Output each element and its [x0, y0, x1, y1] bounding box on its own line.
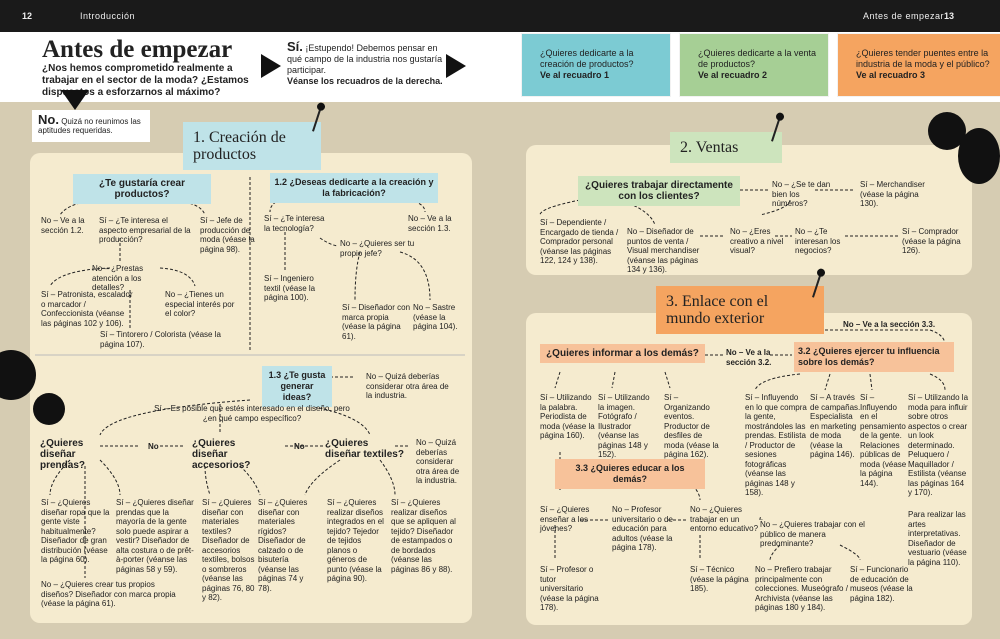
- t-q1-si: Sí – ¿Te interesa el aspecto empresarial…: [99, 216, 191, 244]
- t-q13-no: No – Quizá deberías considerar otra área…: [366, 372, 449, 400]
- t-desfiles: Sí – Organizando eventos. Productor de d…: [664, 393, 719, 459]
- t-creativo: No – ¿Eres creativo a nivel visual?: [730, 227, 784, 255]
- t-campanas: Sí – A través de campañas. Especialista …: [810, 393, 861, 459]
- q-disenar-accesorios: ¿Quieres diseñar accesorios?: [192, 438, 251, 471]
- page-number-right: 13: [944, 11, 955, 21]
- t-propio-jefe: No – ¿Quieres ser tu propio jefe?: [340, 239, 415, 258]
- t-entorno: No – ¿Quieres trabajar en un entorno edu…: [690, 505, 759, 533]
- arrow-right-icon: [446, 54, 466, 78]
- tab-creacion[interactable]: ¿Quieres dedicarte a la creación de prod…: [522, 34, 670, 96]
- t-q-no: No – Ve a la sección 3.2.: [726, 348, 772, 367]
- t-tecnico: Sí – Técnico (véase la página 185).: [690, 565, 749, 593]
- t-dependiente: Sí – Dependiente / Encargado de tienda /…: [540, 218, 619, 265]
- t-detalles: No – ¿Prestas atención a los detalles?: [92, 264, 144, 292]
- tab-enlace-text: ¿Quieres tender puentes entre la industr…: [856, 48, 990, 69]
- arrow-down-icon: [61, 90, 89, 110]
- t-alta-costura: Sí – ¿Quieres diseñar prendas que la may…: [116, 498, 194, 574]
- tab-creacion-ref: Ve al recuadro 1: [540, 70, 610, 80]
- t-profesor-univ: No – Profesor universitario o de educaci…: [612, 505, 673, 552]
- panel-creacion: [30, 153, 472, 623]
- t-disenador-marca: Sí – Diseñador con marca propia (véase l…: [342, 303, 411, 341]
- section-enlace-title: 3. Enlace con el mundo exterior: [656, 286, 824, 334]
- t-tecnologia: Sí – ¿Te interesa la tecnología?: [264, 214, 325, 233]
- t-accesorios-textiles: Sí – ¿Quieres diseñar con materiales tex…: [202, 498, 255, 602]
- intro-yes-ref: Véanse los recuadros de la derecha.: [287, 76, 443, 86]
- t-jefe-produccion: Sí – Jefe de producción de moda (véase l…: [200, 216, 255, 254]
- section-creacion-title: 1. Creación de productos: [183, 122, 321, 170]
- tab-ventas-text: ¿Quieres dedicarte a la venta de product…: [698, 48, 817, 69]
- intro-subtitle: ¿Nos hemos comprometido realmente a trab…: [42, 63, 249, 98]
- q-disenar-prendas: ¿Quieres diseñar prendas?: [40, 438, 86, 471]
- button-decoration-icon: [958, 128, 1000, 184]
- tab-ventas-ref: Ve al recuadro 2: [698, 70, 768, 80]
- panel-ventas: [526, 145, 972, 275]
- tab-enlace[interactable]: ¿Quieres tender puentes entre la industr…: [838, 34, 1000, 96]
- q-crear-productos: ¿Te gustaría crear productos?: [73, 174, 211, 204]
- t-negocios: No – ¿Te interesan los negocios?: [795, 227, 841, 255]
- t-publico: No – ¿Quieres trabajar con el público de…: [760, 520, 865, 548]
- t-q13-si: Sí – Es posible que estés interesado en …: [154, 404, 350, 423]
- intro-band: [0, 32, 1000, 102]
- t-vestuario: Para realizar las artes interpretativas.…: [908, 510, 967, 567]
- intro-yes-label: Sí.: [287, 39, 303, 54]
- q-informar: ¿Quieres informar a los demás?: [540, 344, 705, 363]
- tab-creacion-text: ¿Quieres dedicarte a la creación de prod…: [540, 48, 634, 69]
- t-peluquero: Sí – Utilizando la moda para influir sob…: [908, 393, 969, 497]
- page-title: Antes de empezar: [42, 36, 233, 63]
- t-ensenar: Sí – ¿Quieres enseñar a los jóvenes?: [540, 505, 590, 533]
- t-marca-propia: No – ¿Quieres crear tus propios diseños?…: [41, 580, 176, 608]
- q-influencia: 3.2 ¿Quieres ejercer tu influencia sobre…: [794, 342, 954, 372]
- t-estampados: Sí – ¿Quieres realizar diseños que se ap…: [391, 498, 456, 574]
- t-numeros: No – ¿Se te dan bien los números?: [772, 180, 831, 208]
- t-patronista: Sí – Patronista, escalador o marcador / …: [41, 290, 133, 328]
- tab-enlace-ref: Ve al recuadro 3: [856, 70, 926, 80]
- section-ventas-title: 2. Ventas: [670, 132, 782, 163]
- t-tintorero: Sí – Tintorero / Colorista (véase la pág…: [100, 330, 221, 349]
- t-no1: No: [148, 442, 159, 451]
- t-estilista: Sí – Influyendo en lo que compra la gent…: [745, 393, 807, 497]
- section-left: Introducción: [80, 11, 136, 21]
- q-generar-ideas: 1.3 ¿Te gusta generar ideas?: [262, 366, 332, 407]
- t-relaciones: Sí – Influyendo en el pensamiento de la …: [860, 393, 907, 488]
- intro-yes-text: ¡Estupendo! Debemos pensar en qué campo …: [287, 43, 443, 75]
- t-ropa: Sí – ¿Quieres diseñar ropa que la gente …: [41, 498, 110, 564]
- t-colecciones: No – Prefiero trabajar principalmente co…: [755, 565, 848, 612]
- section-right: Antes de empezar: [863, 11, 945, 21]
- button-decoration-icon: [33, 393, 65, 425]
- t-integrados: Sí – ¿Quieres realizar diseños integrado…: [327, 498, 384, 583]
- q-clientes: ¿Quieres trabajar directamente con los c…: [578, 176, 740, 206]
- t-q12-no: No – Ve a la sección 1.3.: [408, 214, 452, 233]
- t-comprador: Sí – Comprador (véase la página 126).: [902, 227, 961, 255]
- t-rigidos: Sí – ¿Quieres diseñar con materiales ríg…: [258, 498, 308, 593]
- t-no2: No: [294, 442, 305, 451]
- t-no-textiles: No – Quizá deberías considerar otra área…: [416, 438, 460, 485]
- t-fotografo: Sí – Utilizando la imagen. Fotógrafo / I…: [598, 393, 650, 459]
- intro-no-label: No.: [38, 112, 59, 127]
- t-periodista: Sí – Utilizando la palabra. Periodista d…: [540, 393, 595, 440]
- intro-no: No. Quizá no reunimos las aptitudes requ…: [32, 110, 150, 142]
- t-top-no: No – Ve a la sección 3.3.: [843, 320, 936, 329]
- t-visual: No – Diseñador de puntos de venta / Visu…: [627, 227, 700, 274]
- q-educar: 3.3 ¿Quieres educar a los demás?: [555, 459, 705, 489]
- t-q1-no: No – Ve a la sección 1.2.: [41, 216, 85, 235]
- q-creacion-fabricacion: 1.2 ¿Deseas dedicarte a la creación y la…: [270, 173, 438, 203]
- t-ingeniero: Sí – Ingeniero textil (véase la página 1…: [264, 274, 316, 302]
- t-tutor: Sí – Profesor o tutor universitario (véa…: [540, 565, 599, 612]
- tab-ventas[interactable]: ¿Quieres dedicarte a la venta de product…: [680, 34, 828, 96]
- t-museos: Sí – Funcionario de educación de museos …: [850, 565, 913, 603]
- page-number-left: 12: [22, 11, 33, 21]
- arrow-right-icon: [261, 54, 281, 78]
- t-color: No – ¿Tienes un especial interés por el …: [165, 290, 235, 318]
- q-disenar-textiles: ¿Quieres diseñar textiles?: [325, 438, 404, 460]
- intro-no-text: Quizá no reunimos las aptitudes requerid…: [38, 117, 141, 135]
- t-merchandiser: Sí – Merchandiser (véase la página 130).: [860, 180, 925, 208]
- intro-yes: Sí. ¡Estupendo! Debemos pensar en qué ca…: [287, 39, 447, 87]
- t-sastre: No – Sastre (véase la página 104).: [413, 303, 458, 331]
- page-header: 12 Introducción Antes de empezar 13: [0, 0, 1000, 32]
